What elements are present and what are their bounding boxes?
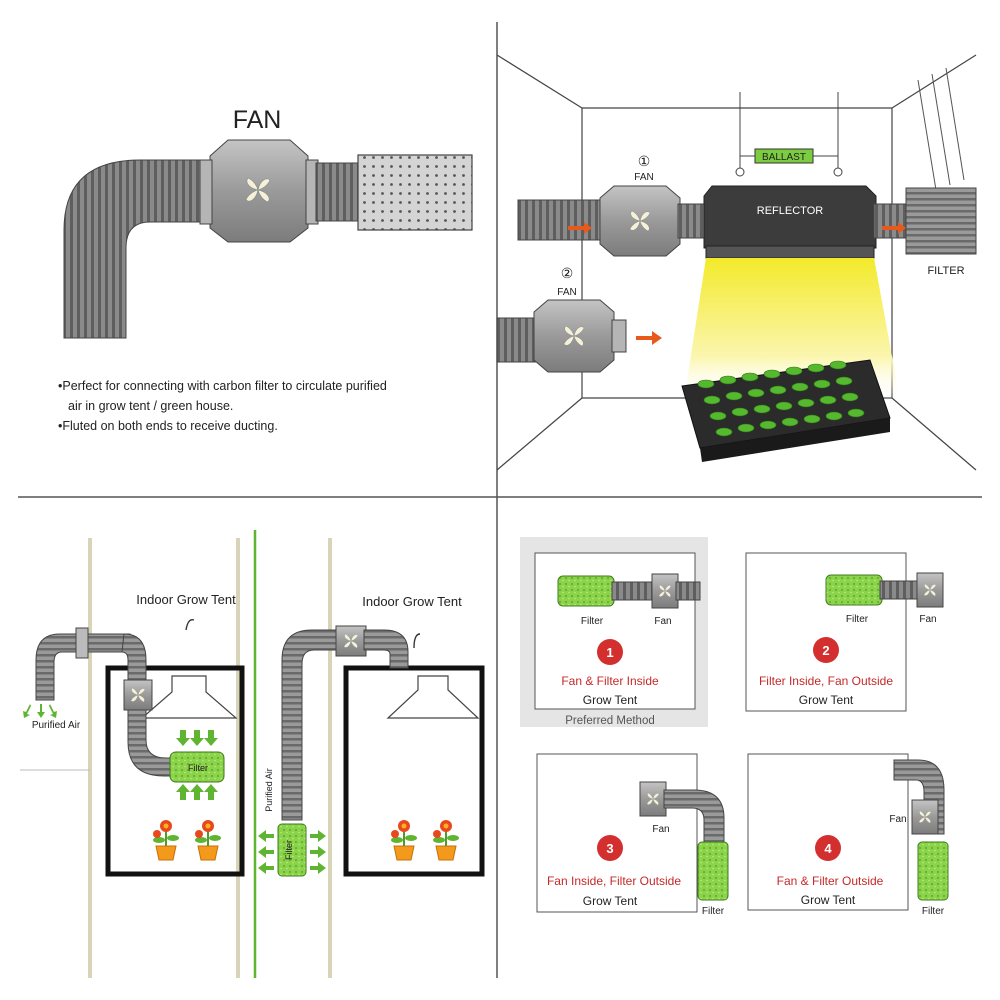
q1-bullet-1-text: Perfect for connecting with carbon filte…	[62, 379, 387, 393]
panel-2-badge	[813, 637, 839, 663]
intake-duct	[517, 199, 605, 241]
panel-2-tent-label: Grow Tent	[799, 693, 854, 707]
tent-2	[343, 665, 485, 877]
panel-4-filter	[917, 841, 949, 901]
airflow-arrow-3	[636, 331, 662, 345]
tent-1-plant-1	[152, 819, 180, 861]
panel-2-caption: Filter Inside, Fan Outside	[759, 674, 893, 688]
q1-bullet-1: •Perfect for connecting with carbon filt…	[58, 379, 387, 393]
filter-label: FILTER	[927, 265, 964, 277]
panel-1-note: Preferred Method	[565, 715, 655, 727]
tent-2-light	[386, 675, 480, 719]
panel-3-caption: Fan Inside, Filter Outside	[547, 874, 681, 888]
panel-1-number: 1	[606, 645, 613, 660]
purified-air-label: Purified Air	[32, 720, 81, 731]
airflow-arrow-1	[568, 222, 592, 234]
q2-grow-room: BALLAST ① FAN REFLECTOR FILTER ② FAN	[496, 54, 977, 471]
fan-2-label: FAN	[557, 287, 576, 298]
panel-2-fan-label: Fan	[919, 614, 936, 625]
panel-1-fan-label: Fan	[654, 616, 671, 627]
fan-1-number: ①	[638, 153, 651, 169]
fan-1	[599, 185, 681, 257]
purified-air-vertical-label: Purified Air	[264, 768, 274, 812]
q1-bullet-2: •Fluted on both ends to receive ducting.	[58, 419, 278, 433]
panel-4-filter-label: Filter	[922, 906, 945, 917]
tent-1-light	[140, 675, 238, 719]
panel-1-badge	[597, 639, 623, 665]
tent-1-plant-2	[194, 819, 222, 861]
reflector-label: REFLECTOR	[757, 205, 823, 217]
q1-bullet-list: •Perfect for connecting with carbon filt…	[58, 376, 387, 436]
tent-2-plant-1	[390, 819, 418, 861]
tent-2-title: Indoor Grow Tent	[362, 594, 462, 609]
quadrant-dividers	[18, 22, 982, 978]
purified-air-arrows	[23, 704, 57, 718]
tent-2-airflow-arrows	[258, 830, 326, 874]
panel-3-filter-label: Filter	[702, 906, 725, 917]
q1-title: FAN	[233, 106, 282, 134]
tent-2-filter-label: Filter	[284, 840, 294, 860]
tent-1	[105, 665, 245, 877]
tent-1-filter-label: Filter	[188, 763, 208, 773]
panel-1-tent-label: Grow Tent	[583, 693, 638, 707]
airflow-arrow-2	[882, 222, 906, 234]
panel-3-fan-label: Fan	[652, 824, 669, 835]
panel-2-filter-label: Filter	[846, 614, 869, 625]
panel-4	[747, 753, 909, 911]
fan-2	[533, 299, 615, 373]
tent-1-title: Indoor Grow Tent	[136, 592, 236, 607]
q1-bullet-1-cont-text: air in grow tent / green house.	[68, 399, 234, 413]
tent-2-filter	[277, 823, 307, 877]
tent-2-fan	[335, 625, 367, 657]
panel-3-number: 3	[606, 841, 613, 856]
panel-4-number: 4	[824, 841, 832, 856]
panel-2-number: 2	[822, 643, 829, 658]
ballast-box	[754, 148, 814, 164]
short-duct	[315, 162, 363, 222]
panel-3	[536, 753, 698, 913]
q4-setups: Filter Fan 1 Fan & Filter Inside Grow Te…	[520, 537, 949, 917]
panel-3-tent-label: Grow Tent	[583, 894, 638, 908]
q3-grow-tents: Indoor Grow Tent Indoor Grow Tent Filter	[20, 530, 485, 978]
tent-1-filter	[169, 751, 225, 783]
fan-1-label: FAN	[634, 172, 653, 183]
tent-1-airflow-arrows	[176, 730, 218, 800]
panel-1-filter	[557, 575, 615, 607]
q1-bullet-2-text: Fluted on both ends to receive ducting.	[62, 419, 278, 433]
panel-3-badge	[597, 835, 623, 861]
ballast-label: BALLAST	[762, 152, 806, 163]
carbon-filter	[357, 154, 473, 231]
panel-4-fan-label: Fan	[889, 814, 906, 825]
panel-4-caption: Fan & Filter Outside	[777, 874, 884, 888]
panel-4-badge	[815, 835, 841, 861]
panel-3-filter	[697, 841, 729, 901]
q1-fan-illustration: FAN	[63, 106, 473, 339]
panel-1-caption: Fan & Filter Inside	[561, 674, 659, 688]
filter-unit	[905, 187, 977, 255]
seedling-tray	[681, 359, 891, 462]
reflector-hood	[703, 185, 877, 249]
tent-2-plant-2	[432, 819, 460, 861]
fan-2-number: ②	[561, 265, 574, 281]
panel-2-filter	[825, 574, 883, 606]
inline-fan	[199, 139, 319, 243]
tent-1-fan	[123, 679, 153, 711]
panel-4-tent-label: Grow Tent	[801, 893, 856, 907]
flexible-duct-elbow	[63, 159, 217, 339]
panel-1-filter-label: Filter	[581, 616, 604, 627]
q1-bullet-1-cont: air in grow tent / green house.	[58, 396, 387, 416]
